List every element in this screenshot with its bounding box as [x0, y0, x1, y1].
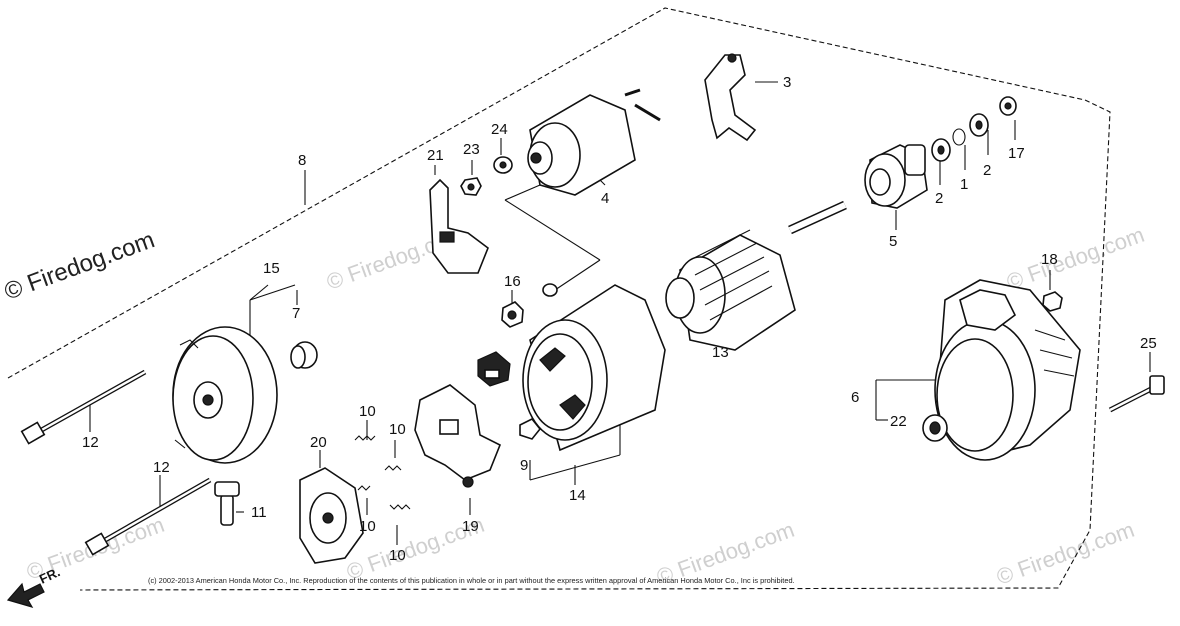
callout-10-a: 10: [359, 403, 376, 420]
terminal-nut: [501, 301, 524, 328]
bearing: [922, 414, 948, 442]
callout-12-lower: 12: [153, 459, 170, 476]
callout-10-d: 10: [389, 547, 406, 564]
callout-21: 21: [427, 147, 444, 164]
rear-end-cover: [172, 326, 278, 464]
front-arrow-icon: [6, 582, 45, 608]
callout-4: 4: [601, 190, 609, 207]
watermark-faint: © Firedog.com: [993, 517, 1137, 590]
brush-springs: [354, 435, 411, 510]
watermark-faint: © Firedog.com: [1003, 222, 1147, 295]
terminal-insulator: [429, 178, 489, 274]
terminal-clip: [542, 283, 558, 297]
watermark-primary: © Firedog.com: [1, 226, 158, 305]
callout-7: 7: [292, 305, 300, 322]
assembly-outline: [7, 7, 1111, 591]
callout-13: 13: [712, 344, 729, 361]
callout-25: 25: [1140, 335, 1157, 352]
circlip: [952, 128, 966, 146]
callout-17: 17: [1008, 145, 1025, 162]
bushing: [290, 341, 318, 369]
overrunning-clutch: [864, 144, 928, 209]
yoke-field-housing: [522, 284, 666, 452]
callout-3: 3: [783, 74, 791, 91]
through-bolt-upper: [20, 369, 147, 445]
grommet: [477, 351, 511, 387]
armature: [665, 200, 847, 351]
copyright-notice: (c) 2002-2013 American Honda Motor Co., …: [148, 576, 795, 585]
callout-6: 6: [851, 389, 859, 406]
callout-8: 8: [298, 152, 306, 169]
callout-18: 18: [1041, 251, 1058, 268]
through-bolt-lower: [84, 477, 212, 556]
washer: [493, 156, 513, 174]
callout-10-b: 10: [389, 421, 406, 438]
callout-2-inner: 2: [935, 190, 943, 207]
callout-19: 19: [462, 518, 479, 535]
callout-16: 16: [504, 273, 521, 290]
nut: [460, 177, 482, 196]
solenoid: [527, 88, 661, 196]
callout-22: 22: [890, 413, 907, 430]
shift-lever: [704, 53, 757, 142]
callout-11: 11: [251, 504, 267, 521]
callout-24: 24: [491, 121, 508, 138]
callout-14: 14: [569, 487, 586, 504]
callout-23: 23: [463, 141, 480, 158]
callout-9: 9: [520, 457, 528, 474]
callout-10-c: 10: [359, 518, 376, 535]
stop-collar-outer: [969, 113, 989, 137]
callout-15: 15: [263, 260, 280, 277]
callout-12-upper: 12: [82, 434, 99, 451]
gear-housing: [934, 279, 1081, 461]
stud-bolt: [214, 481, 240, 526]
brush-clip: [519, 417, 542, 440]
callout-5: 5: [889, 233, 897, 250]
thrust-washer: [999, 96, 1017, 116]
callout-2-outer: 2: [983, 162, 991, 179]
housing-bolt: [1108, 375, 1165, 413]
callout-1: 1: [960, 176, 968, 193]
brush-holder-plate: [299, 467, 364, 564]
brush-holder: [414, 384, 502, 488]
stop-collar-inner: [931, 138, 951, 162]
callout-20: 20: [310, 434, 327, 451]
